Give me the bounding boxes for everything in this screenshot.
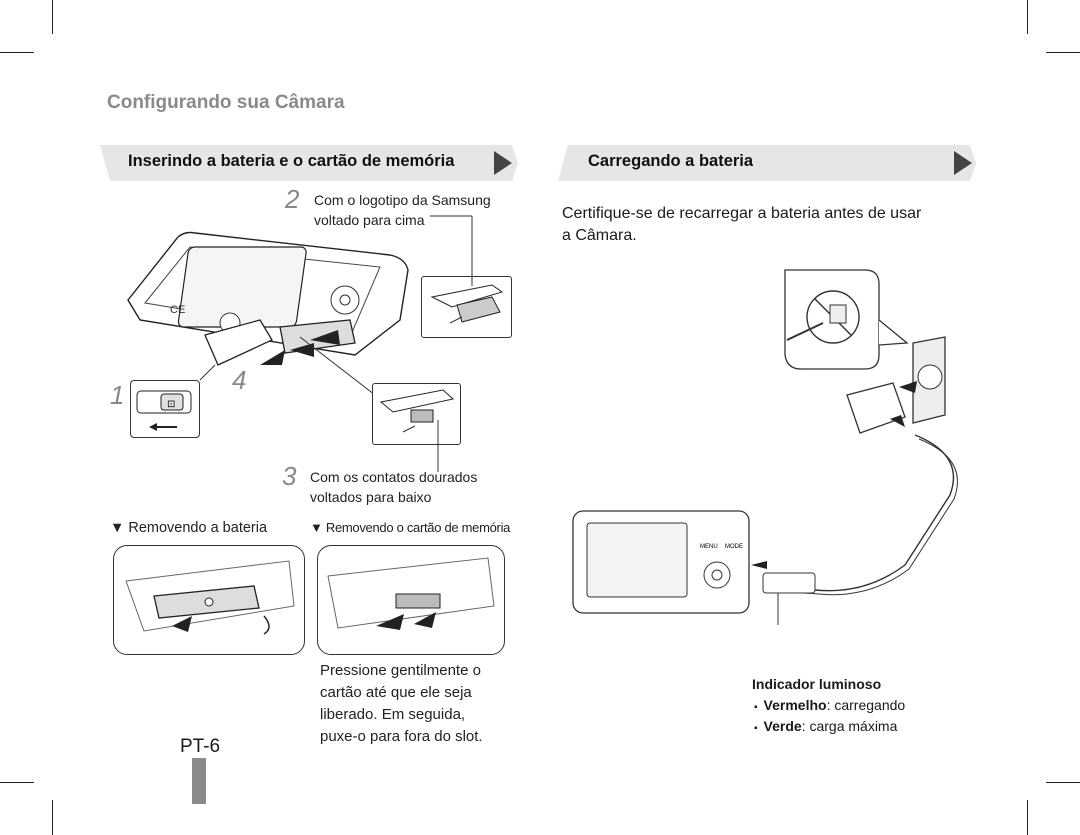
- step3-caption-line2: voltados para baixo: [310, 489, 432, 505]
- no-plug-icon: [786, 290, 860, 344]
- crop-mark: [0, 782, 34, 783]
- battery-detail-inset: [421, 276, 512, 338]
- pointer-line: [430, 215, 473, 286]
- crop-mark: [1027, 800, 1028, 835]
- svg-text:MENU: MENU: [700, 544, 718, 550]
- indicator-title: Indicador luminoso: [752, 676, 882, 692]
- crop-mark: [1046, 52, 1080, 53]
- card-note-line3: liberado. Em seguida,: [320, 706, 466, 723]
- crop-mark: [52, 0, 53, 34]
- pointer-line-step3: [437, 420, 439, 472]
- camera-battery-illustration: CE: [127, 231, 409, 396]
- step3-caption-line1: Com os contatos dourados: [310, 469, 478, 485]
- step-number-3: 3: [282, 461, 297, 491]
- svg-text:CE: CE: [170, 304, 185, 316]
- indicator-color-name: Verde: [763, 718, 802, 734]
- bullet: ▪: [754, 723, 758, 734]
- crop-mark: [1027, 0, 1028, 34]
- play-arrow-icon: [954, 151, 972, 175]
- page-tab-marker: [192, 758, 206, 804]
- step-number-4: 4: [232, 365, 247, 395]
- step2-caption-line2: voltado para cima: [314, 212, 425, 228]
- step-number-1: 1: [110, 380, 125, 410]
- right-section-heading: Carregando a bateria: [588, 152, 754, 170]
- memory-card-detail-inset: [372, 383, 461, 445]
- indicator-color-name: Vermelho: [763, 697, 827, 713]
- page-title: Configurando sua Câmara: [107, 92, 345, 113]
- card-note-line1: Pressione gentilmente o: [320, 662, 481, 679]
- card-note-line4: puxe-o para fora do slot.: [320, 728, 483, 745]
- left-section-banner: [100, 145, 518, 181]
- svg-text:MODE: MODE: [725, 544, 743, 550]
- bullet: ▪: [754, 702, 758, 713]
- step2-caption-line1: Com o logotipo da Samsung: [314, 192, 491, 208]
- card-note-line2: cartão até que ele seja: [320, 684, 472, 701]
- play-arrow-icon: [494, 151, 512, 175]
- remove-card-illustration: [317, 545, 505, 655]
- remove-card-label: ▼ Removendo o cartão de memória: [310, 520, 511, 535]
- remove-battery-label: ▼ Removendo a bateria: [110, 520, 268, 536]
- indicator-text: : carga máxima: [801, 718, 898, 734]
- right-section-banner: [558, 145, 976, 181]
- page-number: PT-6: [180, 736, 221, 757]
- step-number-2: 2: [285, 184, 300, 214]
- left-section-heading: Inserindo a bateria e o cartão de memóri…: [128, 152, 455, 170]
- svg-text:⊡: ⊡: [167, 399, 175, 410]
- crop-mark: [0, 52, 34, 53]
- crop-mark: [1046, 782, 1080, 783]
- indicator-text: : carregando: [826, 697, 906, 713]
- remove-battery-illustration: [113, 545, 305, 655]
- indicator-item-green: ▪ Verde: carga máxima: [754, 718, 897, 734]
- indicator-item-red: ▪ Vermelho: carregando: [754, 697, 905, 713]
- charging-illustration: MENU MODE: [572, 269, 958, 625]
- charge-intro-line1: Certifique-se de recarregar a bateria an…: [562, 205, 922, 222]
- lock-switch-inset: ⊡: [130, 380, 200, 438]
- crop-mark: [52, 800, 53, 835]
- charge-intro-line2: a Câmara.: [562, 227, 637, 244]
